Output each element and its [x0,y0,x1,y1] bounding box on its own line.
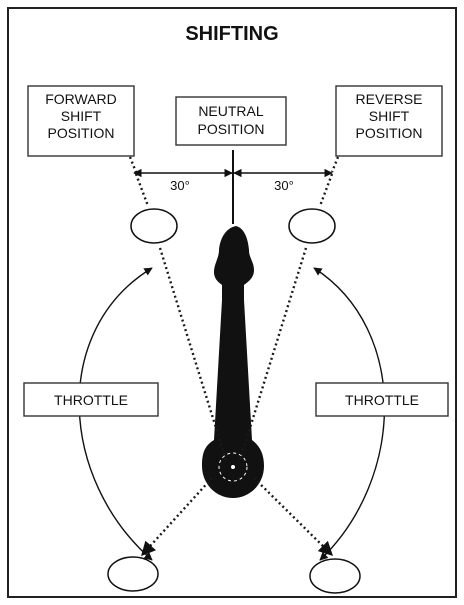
throttle-right-label: THROTTLE [345,392,419,408]
forward-shift-box: FORWARD SHIFT POSITION [27,85,135,157]
reverse-label-line-3: POSITION [356,125,423,141]
throttle-left-label: THROTTLE [54,392,128,408]
forward-label-line-2: SHIFT [61,108,102,124]
forward-throttle-lever-line [141,477,213,557]
diagram-title: SHIFTING [185,23,278,45]
left-angle-label: 30° [170,178,190,193]
forward-position-ellipse [130,208,178,244]
forward-label-line-1: FORWARD [45,91,117,107]
neutral-label-line-1: NEUTRAL [198,103,264,119]
forward-throttle-ellipse [107,556,159,592]
throttle-box-left: THROTTLE [23,382,159,417]
reverse-lever-line [238,247,308,461]
right-angle-label: 30° [274,178,294,193]
reverse-label-line-1: REVERSE [356,91,423,107]
neutral-position-box: NEUTRAL POSITION [175,96,287,146]
reverse-throttle-ellipse [309,558,361,594]
neutral-label-line-2: POSITION [198,121,265,137]
reverse-label-line-2: SHIFT [369,108,410,124]
forward-lever-line [158,247,228,461]
forward-drop-line [134,173,150,207]
reverse-position-ellipse [288,208,336,244]
forward-label-line-3: POSITION [48,125,115,141]
reverse-drop-line [318,173,334,207]
lever-pivot [218,452,248,482]
reverse-shift-box: REVERSE SHIFT POSITION [335,85,443,157]
throttle-box-right: THROTTLE [315,382,449,417]
